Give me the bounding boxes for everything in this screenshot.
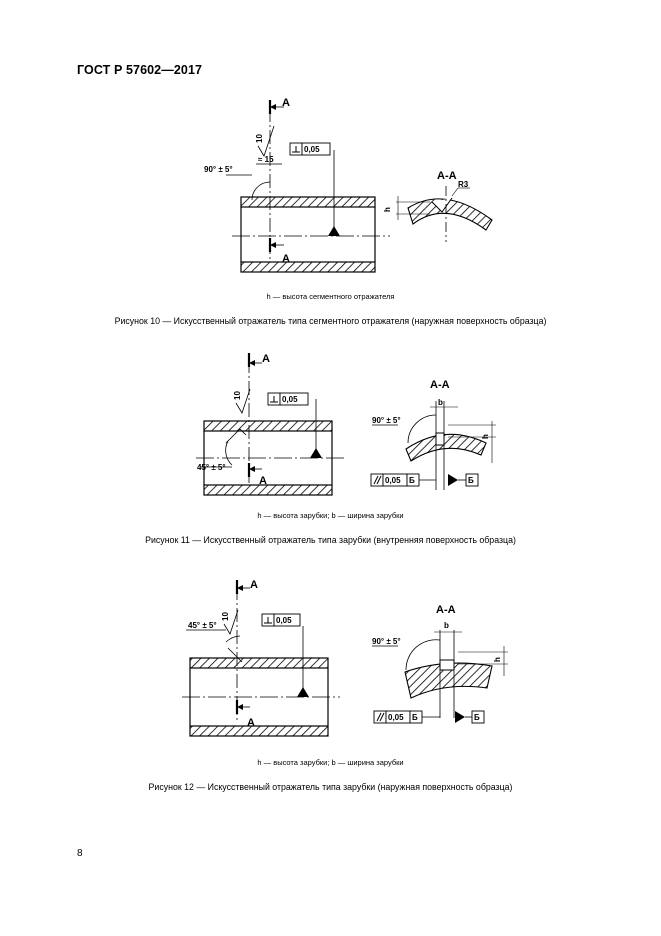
label-angle45: 45° ± 5° <box>197 463 226 472</box>
figure-11-drawing: А А 10 45° ± 5° 0,05 А-А 90° ± 5° b h 0,… <box>196 353 496 496</box>
label-tolerance-parallel: 0,05 <box>388 713 404 722</box>
section-aa-arc <box>405 433 487 462</box>
page-number: 8 <box>77 848 83 859</box>
label-roughness: 10 <box>233 391 242 400</box>
label-tolerance: 0,05 <box>282 395 298 404</box>
figure-11-caption: Рисунок 11 — Искусственный отражатель ти… <box>145 535 516 545</box>
label-angle: 90° ± 5° <box>204 165 233 174</box>
label-datum-ref: Б <box>468 476 474 485</box>
figure-12-legend: h — высота зарубки; b — ширина зарубки <box>257 758 404 767</box>
figure-11-legend: h — высота зарубки; b — ширина зарубки <box>257 511 404 520</box>
tube-wall-top <box>203 420 333 432</box>
label-datum: Б <box>412 713 418 722</box>
tube-wall-bottom <box>240 261 376 273</box>
label-datum-ref: Б <box>474 713 480 722</box>
figure-10-drawing: А А 10 90° ± 5° ≈ 15 0,05 А-А R3 h <box>204 97 493 273</box>
tube-wall-bottom <box>189 725 329 737</box>
label-datum: Б <box>409 476 415 485</box>
section-aa-arc <box>407 198 493 231</box>
label-section-a-top: А <box>282 97 290 109</box>
document-header: ГОСТ Р 57602—2017 <box>77 63 203 77</box>
label-tolerance: 0,05 <box>276 616 292 625</box>
label-roughness: 10 <box>255 134 264 143</box>
figure-10-legend: h — высота сегментного отражателя <box>266 292 395 301</box>
label-section-a-top: А <box>250 579 258 591</box>
label-section-a-bottom: А <box>282 253 290 265</box>
label-tolerance: 0,05 <box>304 145 320 154</box>
label-h: h <box>493 657 502 662</box>
label-section-aa: А-А <box>436 604 456 616</box>
figure-10-caption: Рисунок 10 — Искусственный отражатель ти… <box>114 316 547 326</box>
label-dim: ≈ 15 <box>258 155 274 164</box>
label-tolerance-parallel: 0,05 <box>385 476 401 485</box>
figure-12-caption: Рисунок 12 — Искусственный отражатель ти… <box>148 782 513 792</box>
label-angle90: 90° ± 5° <box>372 416 401 425</box>
label-section-a-bottom: А <box>247 717 255 729</box>
label-section-aa: А-А <box>437 170 457 182</box>
label-section-a-bottom: А <box>259 475 267 487</box>
label-b: b <box>444 621 449 630</box>
label-radius: R3 <box>458 180 469 189</box>
label-h: h <box>383 207 392 212</box>
figure-12-drawing: А А 10 45° ± 5° 0,05 А-А 90° ± 5° b h 0,… <box>182 579 508 737</box>
tube-wall-top <box>189 657 329 669</box>
tube-wall-top <box>240 196 376 208</box>
label-angle90: 90° ± 5° <box>372 637 401 646</box>
tube-wall-bottom <box>203 484 333 496</box>
section-aa-arc <box>404 662 493 699</box>
label-roughness: 10 <box>221 612 230 621</box>
label-b: b <box>438 398 443 407</box>
label-section-aa: А-А <box>430 379 450 391</box>
label-h: h <box>481 434 490 439</box>
label-section-a-top: А <box>262 353 270 365</box>
label-angle45: 45° ± 5° <box>188 621 217 630</box>
